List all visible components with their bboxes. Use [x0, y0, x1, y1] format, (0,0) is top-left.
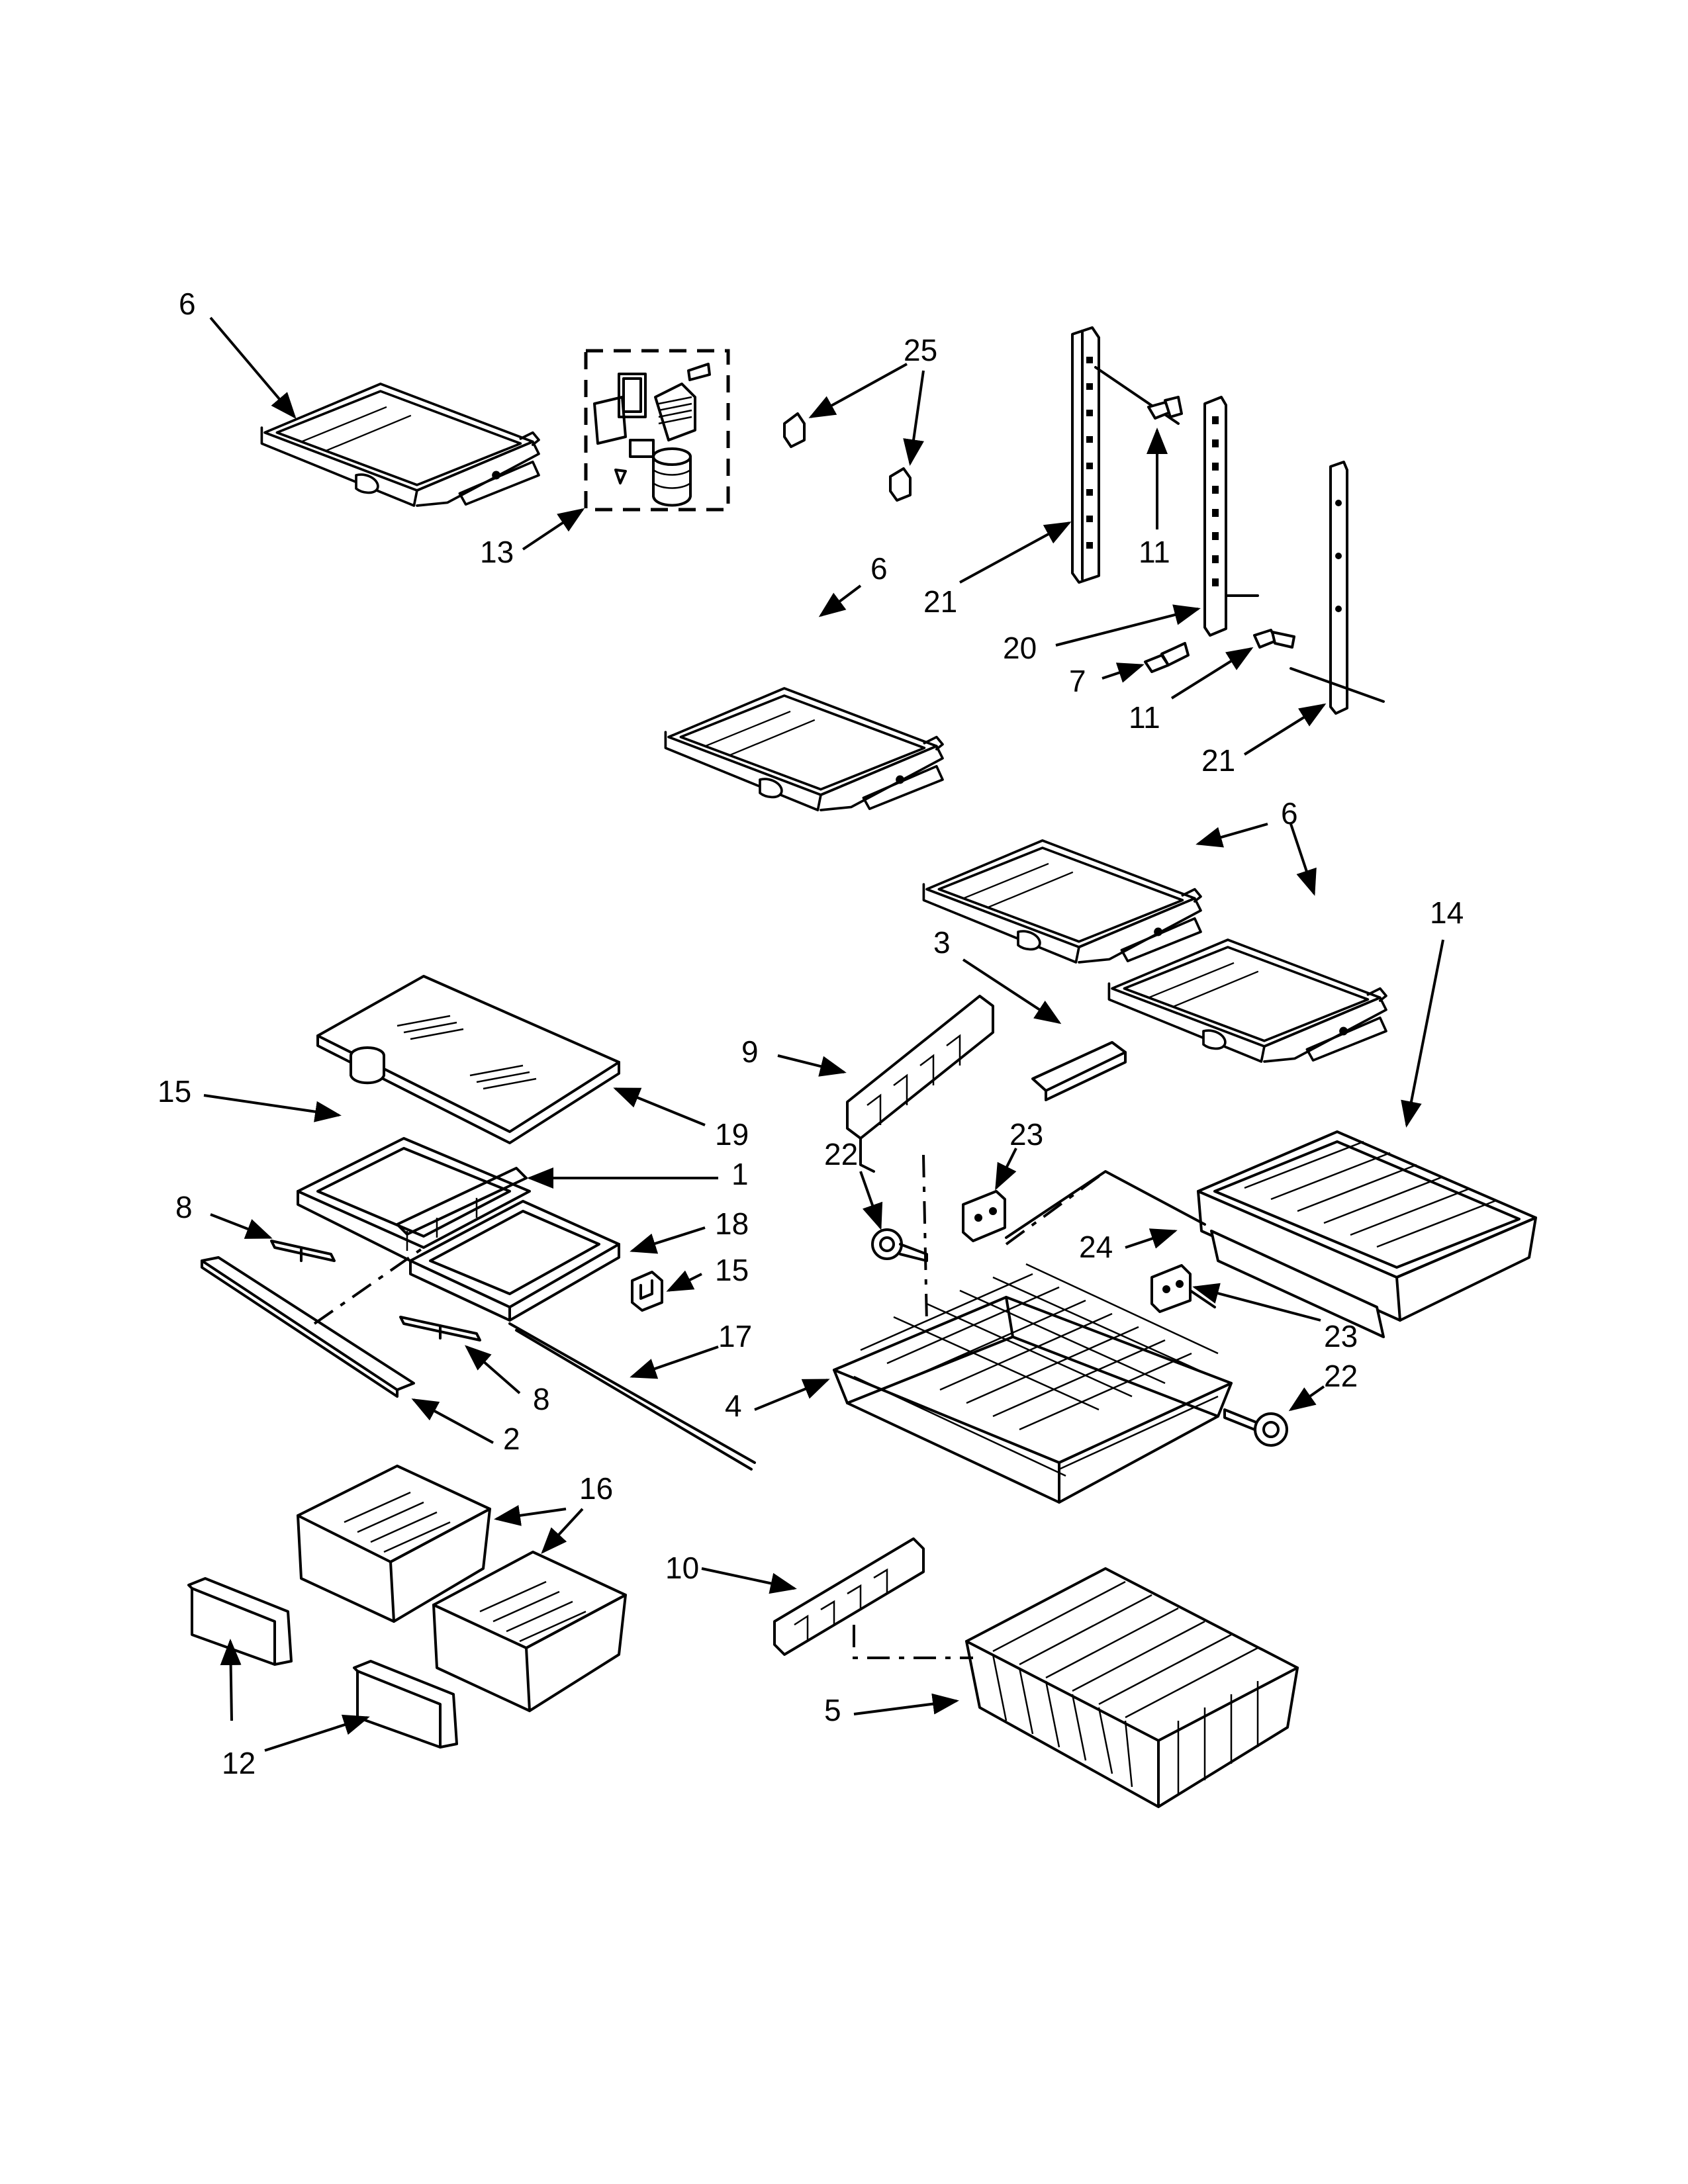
shelf-part-6-right-upper: [922, 839, 1202, 964]
callout-22: 22: [1324, 1359, 1358, 1393]
callout-8: 8: [533, 1382, 550, 1416]
clip-part-25-lower: [889, 467, 912, 502]
callout-18: 18: [715, 1206, 749, 1241]
drawer-part-14: [1197, 1130, 1537, 1338]
callout-labels: 6 13 25 11 21 6 20 7 11 21 6 14 3 9 15 1…: [158, 287, 1464, 1780]
glass-shelf-part-19: [316, 975, 620, 1144]
rail-part-20-center: [1203, 396, 1259, 637]
callout-8: 8: [175, 1190, 193, 1224]
wire-basket-part-4: [833, 1263, 1233, 1504]
screw-part-11-lower: [1253, 629, 1295, 649]
callout-6: 6: [1281, 796, 1298, 831]
bracket-part-23-right: [1150, 1264, 1216, 1313]
callout-2: 2: [503, 1422, 520, 1456]
shelf-part-6-middle: [664, 687, 944, 811]
handle-part-12-right: [353, 1660, 458, 1749]
trim-part-2: [201, 1256, 415, 1398]
screw-part-11-upper: [1147, 396, 1183, 420]
shelf-part-6-right-lower: [1107, 938, 1387, 1063]
handle-part-12-left: [187, 1577, 293, 1666]
callout-15: 15: [715, 1253, 749, 1287]
callout-10: 10: [665, 1551, 699, 1585]
callout-6: 6: [179, 287, 196, 321]
wire-basket-part-5: [965, 1567, 1299, 1808]
wheel-part-22-left: [871, 1228, 928, 1262]
callout-21: 21: [1201, 743, 1235, 778]
callout-25: 25: [904, 333, 937, 367]
crisper-drawer-part-16-back: [297, 1465, 491, 1623]
callout-22: 22: [824, 1137, 858, 1171]
leader-lines: [203, 316, 1444, 1752]
divider-part-10: [773, 1537, 925, 1656]
knob-part-15-lower: [631, 1271, 663, 1312]
wheel-part-22-right: [1223, 1408, 1288, 1447]
rail-part-21-left: [1071, 326, 1180, 584]
callout-23: 23: [1009, 1117, 1043, 1152]
callout-11: 11: [1129, 700, 1160, 735]
screw-part-7: [1144, 642, 1190, 673]
callout-14: 14: [1430, 895, 1464, 930]
callout-3: 3: [933, 925, 951, 960]
callout-20: 20: [1003, 631, 1037, 665]
callout-6: 6: [870, 551, 888, 586]
accessory-kit-part-13: [584, 349, 730, 512]
slide-part-8-lower: [399, 1316, 481, 1342]
callout-4: 4: [725, 1388, 742, 1423]
callout-12: 12: [222, 1746, 256, 1780]
callout-21: 21: [923, 584, 957, 619]
callout-24: 24: [1079, 1230, 1113, 1264]
callout-1: 1: [731, 1157, 749, 1191]
callout-11: 11: [1139, 535, 1170, 569]
rod-part-17: [508, 1322, 756, 1471]
rail-part-21-right: [1289, 461, 1385, 715]
callout-17: 17: [718, 1319, 752, 1353]
crisper-drawer-part-16-front: [432, 1551, 627, 1712]
callout-16: 16: [579, 1471, 613, 1506]
crisper-frame-part-18: [297, 1190, 620, 1322]
callout-15: 15: [158, 1074, 191, 1109]
bracket-part-23-left: [962, 1190, 1006, 1242]
bar-part-24: [1005, 1170, 1206, 1239]
shelf-part-6-top-left: [260, 383, 540, 507]
alignment-lines: [313, 1154, 1107, 1659]
divider-part-9: [846, 995, 994, 1173]
knob-part-15-upper: [350, 1046, 385, 1085]
slide-part-8-upper: [270, 1240, 336, 1262]
callout-5: 5: [824, 1693, 841, 1727]
callout-7: 7: [1069, 664, 1086, 698]
clip-part-25-upper: [783, 412, 806, 448]
callout-13: 13: [480, 535, 514, 569]
callout-9: 9: [741, 1034, 759, 1069]
callout-19: 19: [715, 1117, 749, 1152]
callout-23: 23: [1324, 1319, 1358, 1353]
bracket-part-3: [1031, 1041, 1127, 1101]
crisper-frame-part-1: [297, 1137, 531, 1251]
